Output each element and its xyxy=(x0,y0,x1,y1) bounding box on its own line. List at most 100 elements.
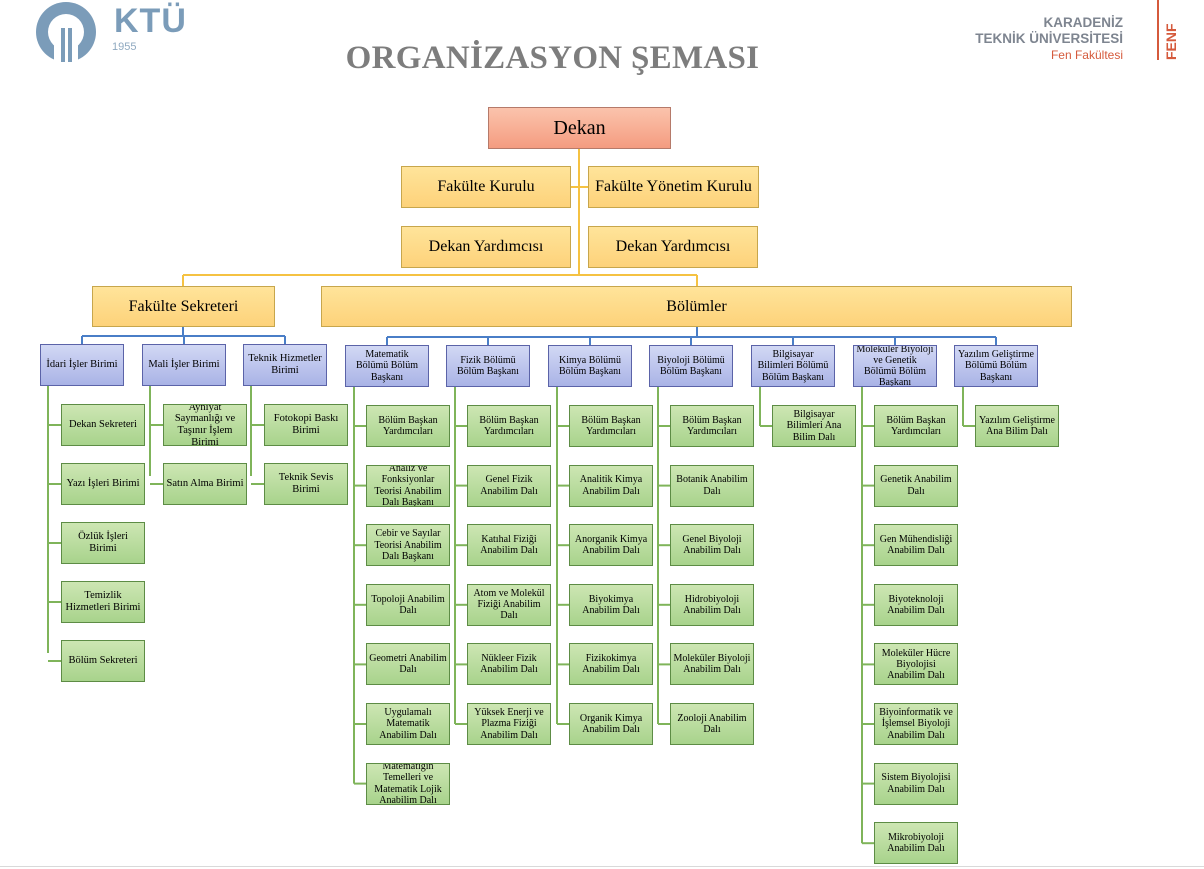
department-subunit-box: Anorganik Kimya Anabilim Dalı xyxy=(569,524,653,567)
unit-box: Mali İşler Birimi xyxy=(142,344,226,386)
subunit-box: Satın Alma Birimi xyxy=(163,463,247,505)
subunit-box: Temizlik Hizmetleri Birimi xyxy=(61,581,145,623)
ktu-logo-text: KTÜ xyxy=(114,2,187,40)
subunit-box-label: Yazı İşleri Birimi xyxy=(66,478,140,490)
department-subunit-box: Yazılım Geliştirme Ana Bilim Dalı xyxy=(975,405,1059,447)
department-subunit-box: Analitik Kimya Anabilim Dalı xyxy=(569,464,653,507)
bottom-divider xyxy=(0,866,1204,867)
council-box: Fakülte Yönetim Kurulu xyxy=(588,166,759,208)
department-subunit-box: Biyoinformatik ve İşlemsel Biyoloji Anab… xyxy=(874,703,958,745)
department-subunit-box-label: Hidrobiyoloji Anabilim Dalı xyxy=(683,593,741,616)
department-subunit-box: Uygulamalı Matematik Anabilim Dalı xyxy=(366,703,450,745)
council-box-label: Fakülte Kurulu xyxy=(437,178,535,196)
subunit-box-label: Bölüm Sekreteri xyxy=(68,655,138,667)
department-subunit-box: Genetik Anabilim Dalı xyxy=(874,464,958,507)
department-subunit-box: Bölüm Başkan Yardımcıları xyxy=(467,405,551,447)
subunit-box: Ayniyat Saymanlığı ve Taşınır İşlem Biri… xyxy=(163,404,247,446)
ktu-emblem-icon xyxy=(36,2,96,66)
department-subunit-box-label: Mikrobiyoloji Anabilim Dalı xyxy=(887,832,945,855)
department-subunit-box: Mikrobiyoloji Anabilim Dalı xyxy=(874,822,958,865)
department-box-label: Kimya Bölümü Bölüm Başkanı xyxy=(559,354,621,377)
department-subunit-box-label: Fizikokimya Anabilim Dalı xyxy=(582,653,640,676)
department-subunit-box-label: Uygulamalı Matematik Anabilim Dalı xyxy=(379,707,437,741)
dean-box: Dekan xyxy=(488,107,671,149)
department-subunit-box-label: Genel Biyoloji Anabilim Dalı xyxy=(682,534,742,557)
vice-dean-box: Dekan Yardımcısı xyxy=(401,226,571,268)
department-box-label: Biyoloji Bölümü Bölüm Başkanı xyxy=(657,354,725,377)
subunit-box-label: Özlük İşleri Birimi xyxy=(78,531,128,554)
department-subunit-box-label: Analiz ve Fonksiyonlar Teorisi Anabilim … xyxy=(374,464,442,507)
department-subunit-box: Genel Fizik Anabilim Dalı xyxy=(467,464,551,507)
department-subunit-box-label: Topoloji Anabilim Dalı xyxy=(371,593,445,616)
department-subunit-box-label: Gen Mühendisliği Anabilim Dalı xyxy=(879,534,953,557)
department-subunit-box-label: Bölüm Başkan Yardımcıları xyxy=(378,414,438,437)
department-subunit-box-label: Anorganik Kimya Anabilim Dalı xyxy=(574,534,648,557)
faculty-logo-line1: KARADENİZ xyxy=(1043,15,1124,30)
unit-box: İdari İşler Birimi xyxy=(40,344,124,386)
vice-dean-box-label: Dekan Yardımcısı xyxy=(615,238,731,256)
department-subunit-box-label: Bölüm Başkan Yardımcıları xyxy=(479,414,539,437)
faculty-logo-line2: TEKNİK ÜNİVERSİTESİ xyxy=(975,31,1123,46)
department-subunit-box-label: Bölüm Başkan Yardımcıları xyxy=(886,414,946,437)
faculty-logo-divider xyxy=(1157,0,1159,60)
department-subunit-box: Hidrobiyoloji Anabilim Dalı xyxy=(670,583,754,626)
subunit-box-label: Satın Alma Birimi xyxy=(166,478,244,490)
subunit-box: Fotokopi Baskı Birimi xyxy=(264,404,348,446)
unit-box-label: İdari İşler Birimi xyxy=(46,359,118,371)
department-subunit-box-label: Biyoinformatik ve İşlemsel Biyoloji Anab… xyxy=(879,707,953,741)
department-subunit-box-label: Nükleer Fizik Anabilim Dalı xyxy=(480,653,538,676)
page-title: ORGANİZASYON ŞEMASI xyxy=(345,40,760,76)
department-box: Biyoloji Bölümü Bölüm Başkanı xyxy=(649,345,733,387)
department-subunit-box-label: Biyokimya Anabilim Dalı xyxy=(582,593,640,616)
secretary-box-label: Fakülte Sekreteri xyxy=(128,297,239,315)
ktu-logo-year: 1955 xyxy=(112,41,137,53)
department-subunit-box-label: Genel Fizik Anabilim Dalı xyxy=(480,474,538,497)
department-subunit-box-label: Analitik Kimya Anabilim Dalı xyxy=(579,474,643,497)
department-box: Kimya Bölümü Bölüm Başkanı xyxy=(548,345,632,387)
subunit-box: Bölüm Sekreteri xyxy=(61,640,145,682)
council-box: Fakülte Kurulu xyxy=(401,166,571,208)
department-subunit-box-label: Cebir ve Sayılar Teorisi Anabilim Dalı B… xyxy=(374,528,442,562)
subunit-box: Teknik Sevis Birimi xyxy=(264,463,348,505)
subunit-box-label: Fotokopi Baskı Birimi xyxy=(273,413,339,436)
department-subunit-box: Nükleer Fizik Anabilim Dalı xyxy=(467,643,551,686)
department-subunit-box: Bölüm Başkan Yardımcıları xyxy=(670,405,754,447)
department-subunit-box: Bölüm Başkan Yardımcıları xyxy=(874,405,958,447)
subunit-box-label: Temizlik Hizmetleri Birimi xyxy=(65,590,141,613)
department-subunit-box: Bilgisayar Bilimleri Ana Bilim Dalı xyxy=(772,405,856,447)
department-box-label: Matematik Bölümü Bölüm Başkanı xyxy=(356,349,418,383)
secretary-box: Fakülte Sekreteri xyxy=(92,286,275,327)
department-subunit-box: Bölüm Başkan Yardımcıları xyxy=(366,405,450,447)
department-subunit-box-label: Geometri Anabilim Dalı xyxy=(369,653,447,676)
department-subunit-box: Botanik Anabilim Dalı xyxy=(670,464,754,507)
department-subunit-box: Gen Mühendisliği Anabilim Dalı xyxy=(874,524,958,567)
department-subunit-box: Geometri Anabilim Dalı xyxy=(366,643,450,686)
department-subunit-box-label: Zooloji Anabilim Dalı xyxy=(677,712,747,735)
department-subunit-box-label: Botanik Anabilim Dalı xyxy=(676,474,748,497)
unit-box: Teknik Hizmetler Birimi xyxy=(243,344,327,386)
departments-box: Bölümler xyxy=(321,286,1072,327)
department-subunit-box-label: Matematiğin Temelleri ve Matematik Lojik… xyxy=(374,762,442,805)
department-subunit-box-label: Yüksek Enerji ve Plazma Fiziği Anabilim … xyxy=(474,707,544,741)
department-subunit-box: Matematiğin Temelleri ve Matematik Lojik… xyxy=(366,762,450,805)
subunit-box: Dekan Sekreteri xyxy=(61,404,145,446)
subunit-box-label: Ayniyat Saymanlığı ve Taşınır İşlem Biri… xyxy=(174,404,236,446)
department-subunit-box: Organik Kimya Anabilim Dalı xyxy=(569,703,653,745)
department-subunit-box-label: Bilgisayar Bilimleri Ana Bilim Dalı xyxy=(786,409,842,443)
department-subunit-box: Genel Biyoloji Anabilim Dalı xyxy=(670,524,754,567)
department-subunit-box: Biyokimya Anabilim Dalı xyxy=(569,583,653,626)
department-box: Moleküler Biyoloji ve Genetik Bölümü Böl… xyxy=(853,345,937,387)
department-subunit-box-label: Katıhal Fiziği Anabilim Dalı xyxy=(480,534,538,557)
department-box-label: Fizik Bölümü Bölüm Başkanı xyxy=(457,354,519,377)
subunit-box-label: Dekan Sekreteri xyxy=(69,419,137,431)
vice-dean-box: Dekan Yardımcısı xyxy=(588,226,758,268)
dean-box-label: Dekan xyxy=(553,116,606,139)
department-box: Yazılım Geliştirme Bölümü Bölüm Başkanı xyxy=(954,345,1038,387)
department-subunit-box-label: Moleküler Hücre Biyolojisi Anabilim Dalı xyxy=(881,647,951,681)
council-box-label: Fakülte Yönetim Kurulu xyxy=(595,178,752,196)
department-subunit-box-label: Organik Kimya Anabilim Dalı xyxy=(579,712,643,735)
department-box-label: Yazılım Geliştirme Bölümü Bölüm Başkanı xyxy=(958,349,1034,383)
department-subunit-box: Katıhal Fiziği Anabilim Dalı xyxy=(467,524,551,567)
department-subunit-box: Topoloji Anabilim Dalı xyxy=(366,583,450,626)
department-box-label: Moleküler Biyoloji ve Genetik Bölümü Böl… xyxy=(856,345,934,387)
